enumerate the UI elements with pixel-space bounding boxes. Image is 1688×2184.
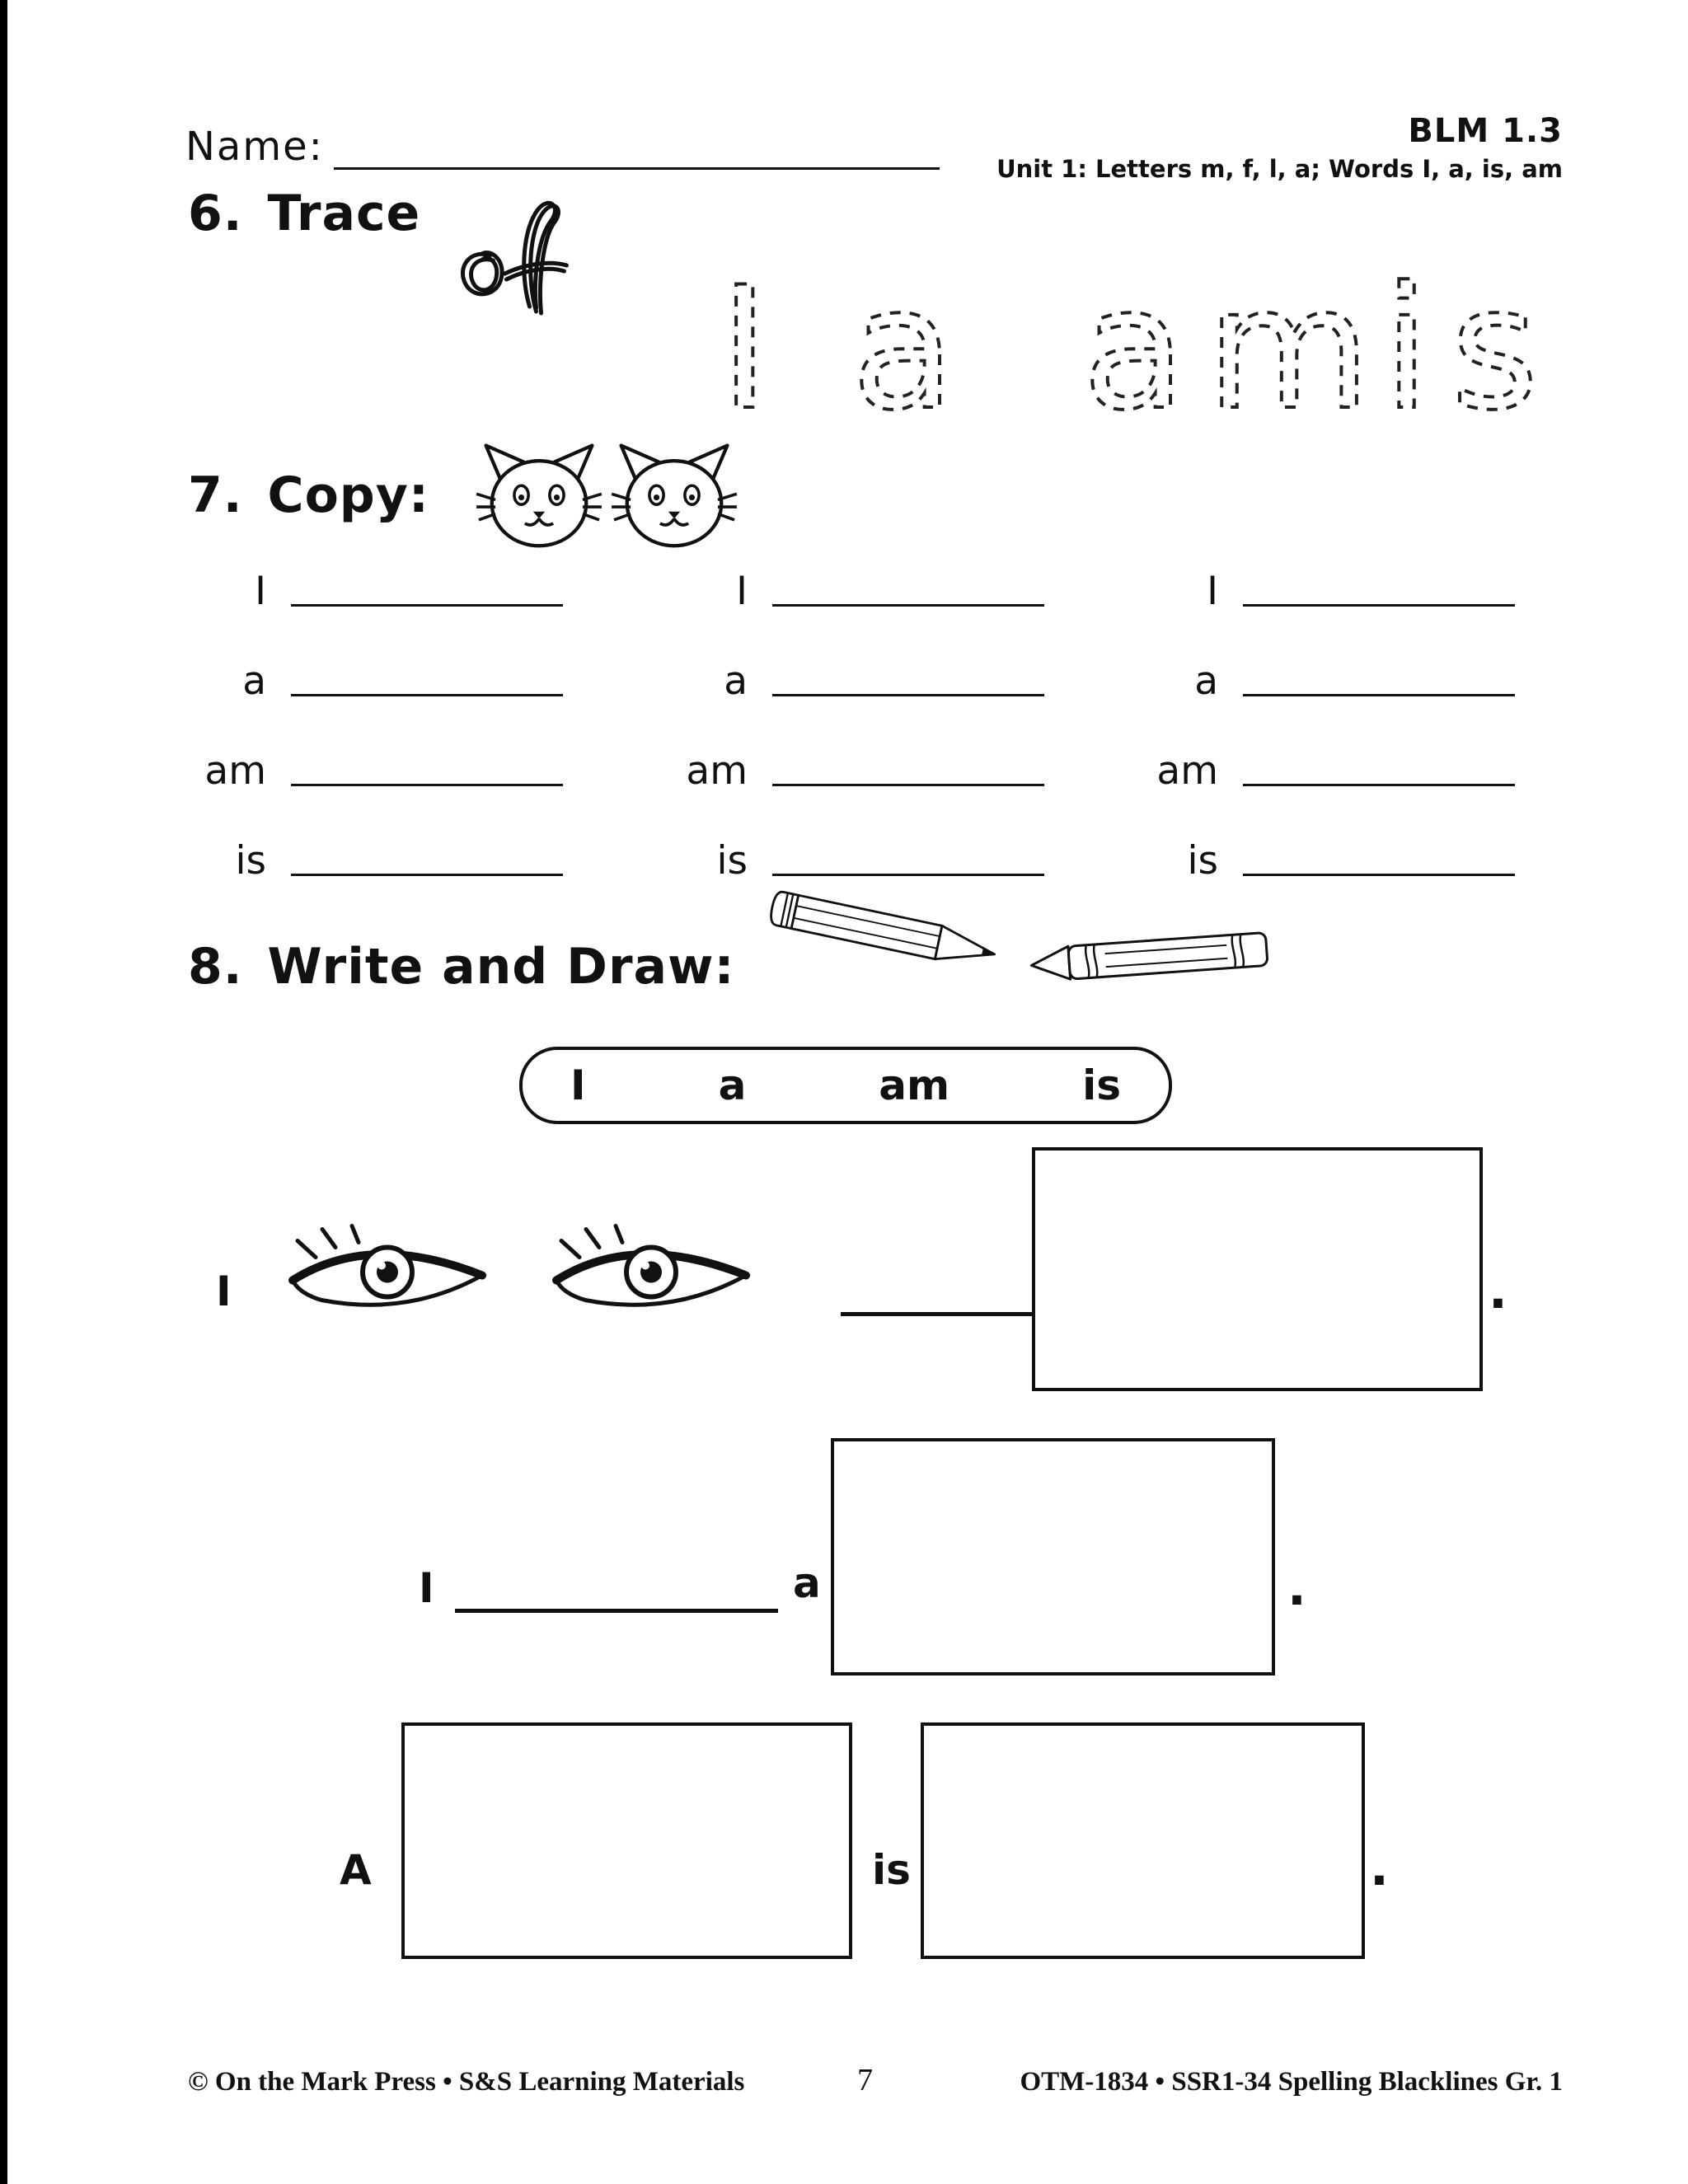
scan-edge-artifact <box>0 0 7 2184</box>
copy-writing-line <box>1243 874 1515 876</box>
sentence2-writing-line <box>455 1609 778 1613</box>
copy-row: am <box>1140 748 1519 794</box>
copy-column-3: I a am is <box>1140 569 1519 928</box>
name-label: Name: <box>185 124 324 170</box>
footer-product-code: OTM-1834 • SSR1-34 Spelling Blacklines G… <box>1020 2067 1563 2097</box>
section-title-text: Write and Draw: <box>267 938 735 996</box>
copy-word-label: am <box>686 748 748 794</box>
section-title-text: Trace <box>267 185 421 242</box>
section-trace-title: 6. Trace <box>188 185 420 242</box>
copy-word-label: am <box>204 748 266 794</box>
crayon-icon <box>1029 931 1268 981</box>
copy-word-label: is <box>716 838 748 883</box>
pencil-icon <box>770 890 996 961</box>
copy-writing-line <box>291 784 563 786</box>
word-bank-word: am <box>879 1062 950 1109</box>
copy-word-label: a <box>242 658 266 704</box>
sentence1-writing-line <box>841 1312 1035 1316</box>
trace-word-am: am <box>1082 251 1391 443</box>
sentence2-drawing-box <box>831 1438 1275 1675</box>
sentence2-period: . <box>1287 1559 1306 1617</box>
copy-writing-line <box>291 604 563 607</box>
copy-row: I <box>669 569 1048 615</box>
copy-writing-line <box>1243 784 1515 786</box>
copy-row: am <box>669 748 1048 794</box>
footer-publisher: © On the Mark Press • S&S Learning Mater… <box>188 2067 745 2097</box>
sentence3-period: . <box>1370 1840 1389 1897</box>
copy-row: I <box>1140 569 1519 615</box>
cat-icon <box>611 443 738 548</box>
trace-word-is: is <box>1383 251 1559 443</box>
copy-word-label: a <box>724 658 748 704</box>
copy-row: a <box>1140 658 1519 705</box>
copy-row: am <box>188 748 567 794</box>
sentence1-period: . <box>1489 1263 1507 1320</box>
sentence2-word: a <box>793 1559 821 1607</box>
copy-row: I <box>188 569 567 615</box>
section-number: 7. <box>188 466 243 524</box>
sentence3-subject: A <box>340 1846 372 1894</box>
copy-writing-line <box>772 604 1044 607</box>
copy-row: a <box>188 658 567 705</box>
unit-subtitle: Unit 1: Letters m, f, l, a; Words I, a, … <box>996 155 1563 183</box>
copy-word-label: is <box>235 838 266 883</box>
word-bank-word: is <box>1082 1062 1121 1109</box>
trace-words: I a am is <box>718 250 1559 443</box>
name-writing-line <box>333 127 940 170</box>
of-scribble <box>460 200 569 316</box>
word-bank-word: a <box>718 1062 747 1109</box>
copy-word-label: I <box>255 569 266 614</box>
section-number: 6. <box>188 185 243 242</box>
trace-word-a: a <box>851 251 976 443</box>
copy-column-2: I a am is <box>669 569 1048 928</box>
section-number: 8. <box>188 938 243 996</box>
sentence1-subject: I <box>216 1268 232 1315</box>
copy-word-label: is <box>1187 838 1218 883</box>
section-write-draw-title: 8. Write and Draw: <box>188 938 734 996</box>
copy-row: is <box>188 838 567 884</box>
sentence3-drawing-box-2 <box>921 1722 1365 1959</box>
sentence1-drawing-box <box>1032 1147 1483 1391</box>
section-copy-title: 7. Copy: <box>188 466 429 524</box>
copy-word-label: I <box>736 569 748 614</box>
blm-code: BLM 1.3 <box>1408 112 1563 150</box>
copy-writing-line <box>772 874 1044 876</box>
cat-illustrations <box>474 438 739 551</box>
word-bank-word: I <box>570 1062 586 1109</box>
copy-writing-line <box>772 694 1044 696</box>
page-number: 7 <box>857 2063 873 2097</box>
copy-word-label: a <box>1194 658 1218 704</box>
copy-word-label: I <box>1207 569 1218 614</box>
name-row: Name: <box>185 124 940 170</box>
copy-writing-line <box>1243 604 1515 607</box>
section-title-text: Copy: <box>267 466 429 524</box>
sentence2-subject: I <box>419 1564 434 1612</box>
copy-column-1: I a am is <box>188 569 567 928</box>
copy-writing-line <box>1243 694 1515 696</box>
copy-writing-line <box>772 784 1044 786</box>
copy-writing-line <box>291 694 563 696</box>
copy-word-label: am <box>1156 748 1218 794</box>
word-bank: I a am is <box>519 1047 1172 1124</box>
copy-row: is <box>1140 838 1519 884</box>
eyes-image <box>288 1224 751 1307</box>
trace-word-I: I <box>720 251 790 443</box>
cat-icon <box>476 443 603 548</box>
copy-row: is <box>669 838 1048 884</box>
copy-writing-line <box>291 874 563 876</box>
sentence3-drawing-box-1 <box>401 1722 852 1959</box>
copy-row: a <box>669 658 1048 705</box>
sentence3-word: is <box>872 1846 911 1894</box>
